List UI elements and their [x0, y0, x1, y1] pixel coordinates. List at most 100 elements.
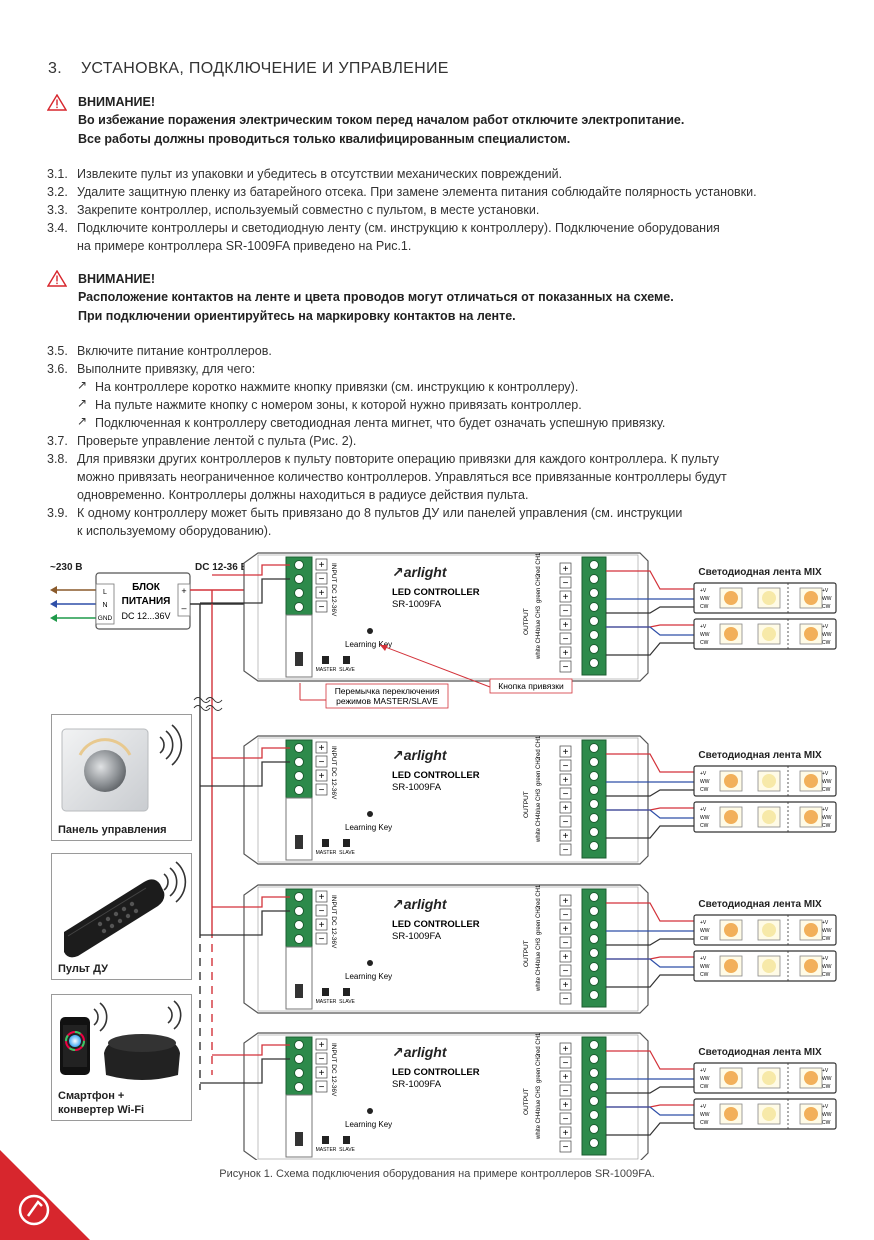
callouts: Перемычка переключения режимов MASTER/SL… [299, 644, 573, 709]
input-wire-negative [200, 1058, 290, 1084]
led-icon [724, 1107, 738, 1121]
terminal-screw-icon [589, 906, 599, 916]
dc-label: DC 12-36 В [195, 562, 248, 573]
strip-pin-label: CW [700, 1120, 709, 1126]
led-icon [724, 627, 738, 641]
step-number: 3.3. [47, 203, 68, 217]
wireless-icon [163, 861, 187, 903]
polarity-sign: + [563, 1100, 569, 1111]
terminal-screw-icon [294, 574, 304, 584]
strip-wire-ww [606, 809, 694, 819]
strip-pin-label: +V [822, 1068, 829, 1074]
terminal-screw-icon [589, 1082, 599, 1092]
steps-list-a: 3.1. Извлеките пульт из упаковки и убеди… [47, 165, 847, 255]
terminal-screw-icon [294, 892, 304, 902]
polarity-box [559, 992, 572, 1005]
terminal-screw-icon [294, 1054, 304, 1064]
step-item: 3.9. К одному контроллеру может быть при… [47, 504, 847, 540]
step-item: 3.3. Закрепите контроллер, используемый … [47, 201, 847, 219]
terminal-screw-icon [294, 785, 304, 795]
step-text: Извлеките пульт из упаковки и убедитесь … [77, 167, 563, 181]
polarity-box [315, 572, 328, 585]
strip-pin-label: WW [700, 928, 710, 934]
terminal-screw-icon [589, 1096, 599, 1106]
brand-logo: ↗arlight [392, 747, 448, 763]
channel-label: green CH2 [536, 905, 542, 935]
strip-pin-label: CW [822, 640, 831, 646]
section-number: 3. [48, 60, 62, 77]
step-text: Закрепите контроллер, используемый совме… [77, 203, 540, 217]
slave-label: SLAVE [339, 850, 355, 856]
terminal-screw-icon [294, 771, 304, 781]
polarity-sign: − [563, 662, 569, 673]
model-line-1: LED CONTROLLER [392, 770, 480, 781]
learning-key-label: Learning Key [345, 1120, 392, 1129]
polarity-box [559, 604, 572, 617]
strip-wire-cw [606, 974, 694, 988]
polarity-box [315, 1080, 328, 1093]
polarity-box [559, 829, 572, 842]
mains-label: ~230 В [50, 562, 83, 573]
terminal-screw-icon [589, 962, 599, 972]
strip-pin-label: CW [700, 640, 709, 646]
step-number: 3.8. [47, 452, 68, 466]
polarity-box [559, 773, 572, 786]
polarity-sign: − [563, 606, 569, 617]
polarity-sign: + [563, 1044, 569, 1055]
warning-text-2: Расположение контактов на ленте и цвета … [78, 288, 674, 326]
strip-pin-label: WW [700, 1076, 710, 1082]
model-line-2: SR-1009FA [392, 1079, 442, 1090]
terminal-screw-icon [294, 1068, 304, 1078]
arrow-icon: ↗ [77, 396, 88, 410]
terminal-screw-icon [589, 785, 599, 795]
step-number: 3.1. [47, 167, 68, 181]
polarity-sign: + [319, 771, 325, 782]
polarity-sign: − [319, 785, 325, 796]
channel-label: red CH1 [536, 1032, 542, 1055]
polarity-sign: − [563, 910, 569, 921]
channel-label: green CH2 [536, 756, 542, 786]
terminal-screw-icon [294, 1040, 304, 1050]
terminal-screw-icon [294, 757, 304, 767]
substep-text: Подключенная к контроллеру светодиодная … [95, 416, 666, 430]
jumper-icon [295, 652, 303, 666]
polarity-sign: − [563, 761, 569, 772]
strip-pin-label: CW [700, 823, 709, 829]
strip-wire-positive [606, 902, 694, 922]
polarity-sign: − [563, 1058, 569, 1069]
psu-spec: DC 12...36V [121, 611, 170, 621]
polarity-sign: + [319, 1040, 325, 1051]
led-icon [724, 774, 738, 788]
polarity-sign: + [563, 747, 569, 758]
mains-wires [50, 586, 96, 622]
strip-pin-label: +V [822, 1104, 829, 1110]
controller-body [243, 735, 649, 865]
strip-pin-label: +V [700, 807, 707, 813]
led-icon [762, 1071, 776, 1085]
step-number: 3.9. [47, 506, 68, 520]
controller-frame [257, 737, 639, 863]
steps-list-b: 3.5. Включите питание контроллеров. 3.6.… [47, 342, 847, 540]
terminal-screw-icon [589, 1040, 599, 1050]
polarity-box [315, 932, 328, 945]
polarity-sign: + [319, 892, 325, 903]
terminal-screw-icon [589, 934, 599, 944]
step-item: 3.6. Выполните привязку, для чего: [47, 360, 847, 378]
figure-caption: Рисунок 1. Схема подключения оборудовани… [219, 1168, 655, 1180]
output-label: OUTPUT [523, 791, 530, 818]
strip-pin-label: CW [700, 972, 709, 978]
model-line-2: SR-1009FA [392, 782, 442, 793]
wall-panel-image [61, 724, 183, 812]
terminal-screw-icon [294, 1082, 304, 1092]
terminal-screw-icon [589, 644, 599, 654]
polarity-box [559, 1126, 572, 1139]
jumper-area [285, 614, 313, 678]
terminal-screw-icon [589, 757, 599, 767]
polarity-box [559, 632, 572, 645]
polarity-sign: + [563, 620, 569, 631]
input-label: INPUT DC 12-36V [330, 563, 337, 617]
substep-item: ↗ Подключенная к контроллеру светодиодна… [47, 414, 847, 432]
strip-wire-cw [606, 1086, 694, 1094]
polarity-box [559, 1084, 572, 1097]
terminal-screw-icon [294, 560, 304, 570]
